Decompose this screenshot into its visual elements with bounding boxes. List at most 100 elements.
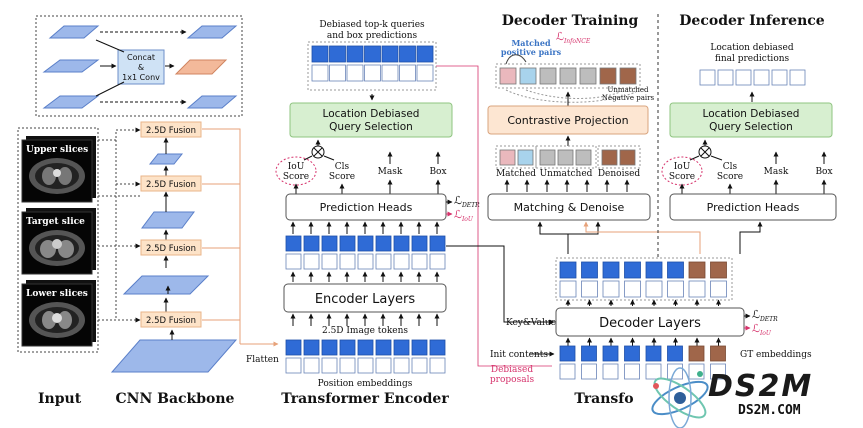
- decoder-token: [710, 261, 727, 279]
- position-embeddings-label: Position embeddings: [318, 379, 413, 389]
- iou-score-1: IoU: [288, 162, 305, 172]
- embedding-square: [339, 253, 356, 270]
- decoder-input-token: [559, 345, 576, 362]
- decoder-layers-label: Decoder Layers: [599, 316, 701, 331]
- fusion-label-4: 2.5D Fusion: [146, 126, 196, 136]
- contrastive-token-frame: [495, 63, 641, 89]
- contrastive-token: [539, 67, 557, 85]
- embedding-square: [303, 253, 320, 270]
- decoder-embedding: [645, 280, 663, 298]
- token-square: [381, 45, 399, 63]
- init-contents-label: Init contents: [490, 350, 548, 360]
- matched-pairs-2: positive pairs: [501, 47, 562, 57]
- transformer-decoder-label: Transfo: [574, 391, 633, 407]
- iou-score-2: Score: [283, 172, 309, 182]
- decoder-training-title: Decoder Training: [502, 13, 639, 29]
- decoder-token: [581, 261, 598, 279]
- token-square: [375, 339, 392, 356]
- decoder-embedding: [688, 280, 706, 298]
- upper-slices-label: Upper slices: [26, 145, 88, 155]
- inference-box: Box: [815, 167, 832, 177]
- arrows-layers-to-decoder-tokens: [565, 299, 721, 306]
- ldqs-line1: Location Debiased: [323, 108, 420, 120]
- denoised-group-frame: [597, 145, 641, 169]
- fusion-box-3: [140, 175, 202, 192]
- inference-prediction-heads-label: Prediction Heads: [707, 201, 800, 214]
- arrows-layers-to-tokens: [290, 271, 440, 282]
- match-token: [557, 149, 574, 166]
- box-label: Box: [429, 167, 446, 177]
- inference-iou-1: IoU: [674, 162, 691, 172]
- inference-ldqs-line2: Query Selection: [709, 121, 793, 133]
- token-square: [393, 339, 410, 356]
- decoder-token: [602, 261, 620, 279]
- contrastive-token: [499, 67, 517, 85]
- contrastive-token: [619, 67, 637, 85]
- cls-score-1: Cls: [335, 162, 350, 172]
- token-square: [416, 45, 434, 63]
- token-square: [321, 235, 338, 252]
- match-tokens: [499, 149, 636, 166]
- match-token: [539, 149, 556, 166]
- contrastive-projection-box: [487, 105, 649, 135]
- decoder-inference: Decoder Inference Location debiased fina…: [661, 13, 837, 221]
- ldqs-line2: Query Selection: [329, 121, 413, 133]
- inset-plane-low: [42, 95, 100, 109]
- inference-token: [753, 69, 770, 86]
- inset-plane-top: [48, 25, 100, 39]
- key-value-label: Key&Value: [506, 318, 556, 328]
- image-token-row: [285, 339, 446, 374]
- decoder-embedding: [581, 280, 598, 298]
- token-square: [321, 339, 338, 356]
- inference-prediction-heads-box: [669, 193, 837, 221]
- matching-denoise-label: Matching & Denoise: [514, 201, 625, 214]
- inference-cls-1: Cls: [723, 162, 738, 172]
- unmatched-pairs-2: Negative pairs: [602, 94, 655, 102]
- input-frame: [17, 127, 99, 353]
- embedding-square: [429, 253, 446, 270]
- cnn-backbone: Concat & 1x1 Conv 2.5D Fusion 2.5D F: [35, 15, 279, 407]
- fusion-box-4: [140, 121, 202, 138]
- decoder-input-embedding: [581, 363, 597, 380]
- decoder-input-token: [688, 345, 705, 362]
- token-square: [303, 339, 320, 356]
- conv-label: 1x1 Conv: [122, 73, 160, 82]
- loss-detr-enc: ℒDETR: [454, 194, 480, 209]
- decoder-input-token: [645, 345, 662, 362]
- concat-amp: &: [138, 63, 144, 72]
- fusion-box-2: [140, 239, 202, 256]
- mask-label: Mask: [378, 167, 403, 177]
- match-token: [517, 149, 534, 166]
- feature-plane-2: [122, 275, 210, 295]
- decoder-input-embedding: [710, 363, 726, 380]
- inset-plane-out-top: [186, 25, 238, 39]
- contrastive-token: [599, 67, 617, 85]
- watermark-url: DS2M.COM: [738, 403, 801, 418]
- arrows-tokens-to-heads: [290, 221, 440, 234]
- decoder-input-token: [624, 345, 640, 362]
- arrows-inputs-to-decoder: [565, 337, 721, 346]
- token-square: [329, 45, 346, 63]
- token-square: [357, 339, 374, 356]
- loss-detr-dec: ℒDETR: [752, 308, 778, 323]
- match-token: [619, 149, 636, 166]
- decoder-layers-box: [555, 307, 745, 337]
- topk-caption-2: and box predictions: [327, 31, 418, 41]
- decoder-input-token: [602, 345, 619, 362]
- iou-score-highlight: [275, 156, 317, 186]
- token-square: [375, 235, 392, 252]
- contrastive-projection-label: Contrastive Projection: [507, 114, 628, 127]
- token-square: [311, 45, 329, 63]
- embedding-square: [364, 64, 381, 82]
- matched-pairs-1: Matched: [511, 38, 551, 48]
- fusion-box-1: [140, 311, 202, 328]
- target-slice-label: Target slice: [26, 217, 85, 227]
- inset-plane-fused: [174, 59, 228, 75]
- inference-token: [789, 69, 806, 86]
- topk-tokens: [311, 45, 434, 82]
- cls-score-2: Score: [329, 172, 355, 182]
- decoder-input-token: [581, 345, 597, 362]
- watermark: DS2M DS2M.COM: [651, 367, 811, 428]
- embedding-square: [303, 357, 320, 374]
